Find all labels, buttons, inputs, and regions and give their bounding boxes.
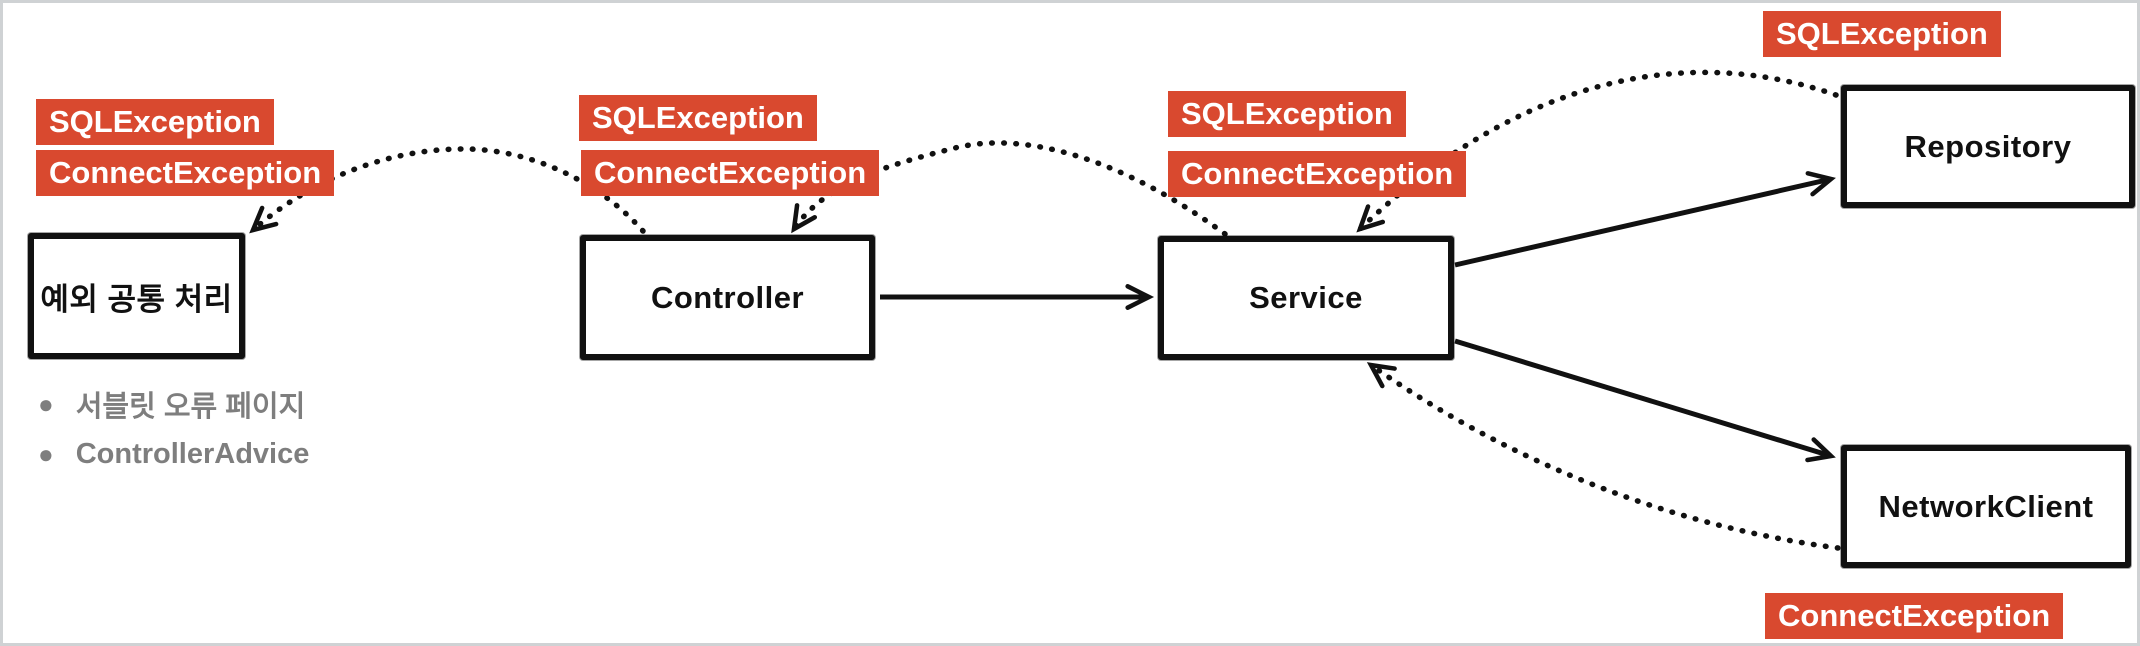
badge-repository-sqlexception: SQLException <box>1763 11 2001 57</box>
exception-arc-service-to-controller <box>791 140 1228 237</box>
node-service-label: Service <box>1249 280 1363 315</box>
badge-network-client-connectexception: ConnectException <box>1765 593 2064 639</box>
node-exception-handler: 예외 공통 처리 <box>28 233 245 359</box>
node-controller: Controller <box>580 235 875 360</box>
arrow-service-to-repository <box>1454 171 1836 268</box>
badge-service-sqlexception: SQLException <box>1168 91 1406 137</box>
node-network-client-label: NetworkClient <box>1878 488 2094 524</box>
node-exception-handler-label: 예외 공통 처리 <box>40 281 233 317</box>
badge-service-connectexception: ConnectException <box>1168 151 1467 197</box>
badge-handler-connectexception: ConnectException <box>36 150 335 196</box>
badge-controller-sqlexception: SQLException <box>579 95 817 141</box>
badge-controller-connectexception: ConnectException <box>581 150 880 196</box>
bullet-icon: ● <box>38 389 54 419</box>
note-servlet-error-page: ● 서블릿 오류 페이지 <box>38 386 306 423</box>
node-controller-label: Controller <box>650 279 805 315</box>
bullet-icon: ● <box>38 439 54 469</box>
connections-layer <box>249 69 1841 551</box>
node-repository-label: Repository <box>1904 128 2072 164</box>
badge-handler-sqlexception: SQLException <box>36 99 274 145</box>
node-repository: Repository <box>1841 85 2135 208</box>
node-network-client: NetworkClient <box>1841 445 2131 568</box>
exception-arc-repository-to-service <box>1356 69 1839 233</box>
node-service: Service <box>1158 236 1454 360</box>
arrow-service-to-network-client <box>1454 338 1836 463</box>
note-controller-advice: ● ControllerAdvice <box>38 436 309 472</box>
note-controller-advice-text: ControllerAdvice <box>75 437 310 470</box>
note-servlet-error-page-text: 서블릿 오류 페이지 <box>75 391 306 423</box>
exception-arc-network-client-to-service <box>1366 362 1841 551</box>
